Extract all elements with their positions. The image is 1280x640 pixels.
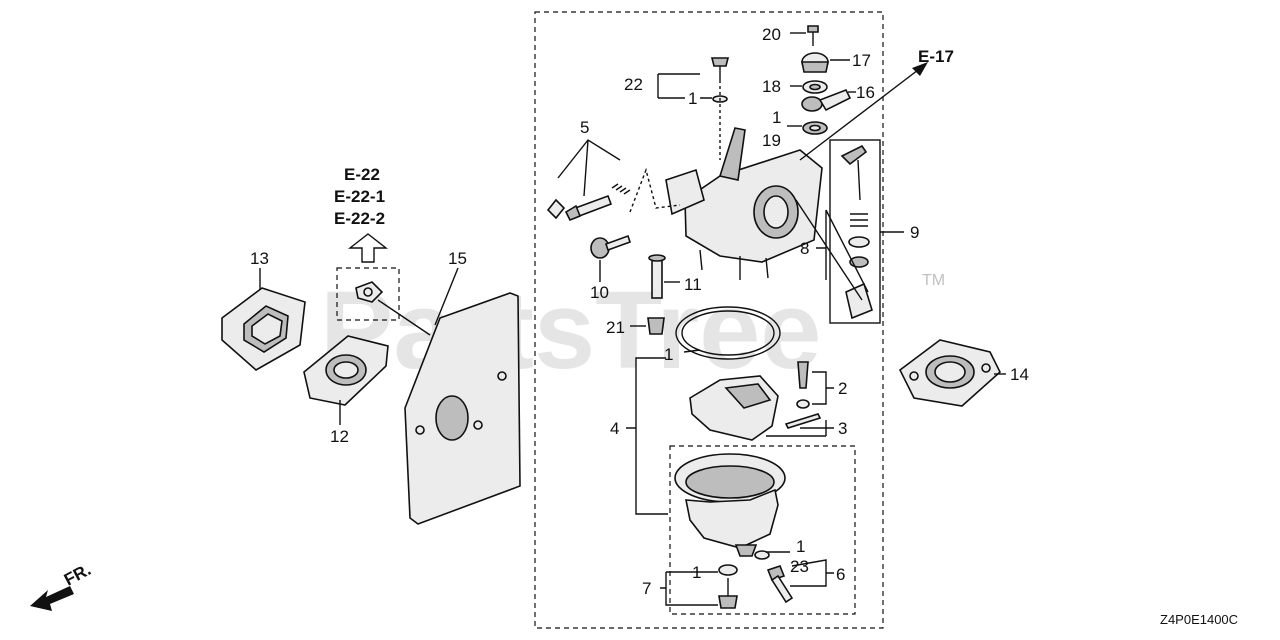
float-bowl[interactable] bbox=[674, 453, 786, 557]
callout-7[interactable]: 7 bbox=[642, 579, 651, 598]
leader-5 bbox=[557, 139, 621, 197]
callout-11[interactable]: 11 bbox=[684, 275, 702, 294]
carburetor-assembly-frame bbox=[534, 11, 884, 629]
callout-22[interactable]: 22 bbox=[624, 75, 643, 94]
callout-16[interactable]: 16 bbox=[856, 83, 875, 102]
part-1-drain-washer[interactable] bbox=[754, 550, 770, 560]
reference-e17[interactable]: E-17 bbox=[918, 47, 954, 66]
callout-21[interactable]: 21 bbox=[606, 318, 625, 337]
part-12-gasket-plate[interactable] bbox=[303, 335, 389, 406]
part-9-choke-assembly[interactable] bbox=[840, 144, 870, 268]
part-3-float-pin[interactable] bbox=[784, 413, 822, 429]
callout-19[interactable]: 19 bbox=[762, 131, 781, 150]
assembly-line-5 bbox=[629, 167, 681, 213]
callout-4[interactable]: 4 bbox=[610, 419, 619, 438]
callout-10[interactable]: 10 bbox=[590, 283, 609, 302]
callout-15[interactable]: 15 bbox=[448, 249, 467, 268]
e17-arrow-icon bbox=[912, 62, 928, 76]
part-19-seal[interactable] bbox=[802, 121, 828, 135]
float-bowl-sub-box bbox=[669, 445, 856, 615]
part-22-screw[interactable] bbox=[710, 57, 730, 80]
part-14-intake-gasket[interactable] bbox=[898, 339, 1001, 407]
trademark-text: TM bbox=[922, 272, 945, 289]
part-1-float-bowl-gasket[interactable] bbox=[675, 306, 781, 360]
leader-e22 bbox=[377, 299, 431, 336]
clip-part-icon bbox=[355, 281, 384, 303]
callout-5[interactable]: 5 bbox=[580, 118, 589, 137]
callout-2[interactable]: 2 bbox=[838, 379, 847, 398]
callout-1-seal[interactable]: 1 bbox=[772, 108, 781, 127]
leader-2 bbox=[812, 371, 834, 405]
callout-14[interactable]: 14 bbox=[1010, 365, 1029, 384]
leader-8 bbox=[816, 209, 869, 293]
callout-20[interactable]: 20 bbox=[762, 25, 781, 44]
callout-23[interactable]: 23 bbox=[790, 557, 809, 576]
callout-3[interactable]: 3 bbox=[838, 419, 847, 438]
leader-7 bbox=[660, 571, 718, 606]
leader-6 bbox=[766, 551, 834, 587]
part-15-heat-shield[interactable] bbox=[404, 292, 521, 525]
part-17-cap[interactable] bbox=[801, 52, 829, 73]
callout-17[interactable]: 17 bbox=[852, 51, 871, 70]
part-10-throttle-stop-screw[interactable] bbox=[590, 234, 632, 259]
reference-e22[interactable]: E-22 bbox=[344, 165, 380, 184]
part-16-lever[interactable] bbox=[801, 88, 852, 112]
assembly-line-choke bbox=[795, 199, 863, 301]
callout-1-bowl[interactable]: 1 bbox=[692, 563, 701, 582]
part-13-insulator-gasket[interactable] bbox=[221, 287, 306, 371]
part-8-choke-plate[interactable] bbox=[845, 282, 873, 320]
part-7-bowl-bolt[interactable] bbox=[718, 578, 738, 609]
callout-1-washer[interactable]: 1 bbox=[688, 89, 697, 108]
part-21-jet-holder[interactable] bbox=[647, 317, 665, 335]
watermark-text: PartsTree bbox=[320, 269, 821, 392]
reference-e22-2[interactable]: E-22-2 bbox=[334, 209, 385, 228]
callout-1-drain[interactable]: 1 bbox=[796, 537, 805, 556]
callout-6[interactable]: 6 bbox=[836, 565, 845, 584]
carburetor-body[interactable] bbox=[665, 127, 823, 280]
part-11-main-jet[interactable] bbox=[648, 254, 666, 299]
part-18-washer[interactable] bbox=[802, 80, 828, 94]
part-5-pilot-screw[interactable] bbox=[546, 183, 631, 222]
callout-9[interactable]: 9 bbox=[910, 223, 919, 242]
float[interactable] bbox=[689, 375, 779, 441]
e22-reference-box bbox=[336, 267, 400, 321]
part-23-drain-screw[interactable] bbox=[766, 565, 794, 604]
diagram-code: Z4P0E1400C bbox=[1160, 612, 1238, 627]
leader-22 bbox=[657, 73, 712, 99]
callout-8[interactable]: 8 bbox=[800, 239, 809, 258]
up-arrow-icon bbox=[347, 233, 389, 263]
part-20-screw[interactable] bbox=[807, 25, 819, 46]
front-direction-label: FR. bbox=[61, 560, 94, 590]
leader-15 bbox=[434, 267, 459, 326]
callout-13[interactable]: 13 bbox=[250, 249, 269, 268]
reference-e22-1[interactable]: E-22-1 bbox=[334, 187, 385, 206]
callout-12[interactable]: 12 bbox=[330, 427, 349, 446]
callout-1-gasket[interactable]: 1 bbox=[664, 345, 673, 364]
part-1-bowl-washer[interactable] bbox=[718, 564, 738, 576]
leader-e17 bbox=[799, 69, 919, 161]
leader-1-gasket bbox=[683, 349, 701, 353]
leader-4 bbox=[626, 357, 668, 515]
part-2-float-valve[interactable] bbox=[796, 361, 810, 409]
leader-3 bbox=[766, 420, 834, 437]
callout-18[interactable]: 18 bbox=[762, 77, 781, 96]
front-direction-arrow-icon bbox=[30, 586, 74, 611]
